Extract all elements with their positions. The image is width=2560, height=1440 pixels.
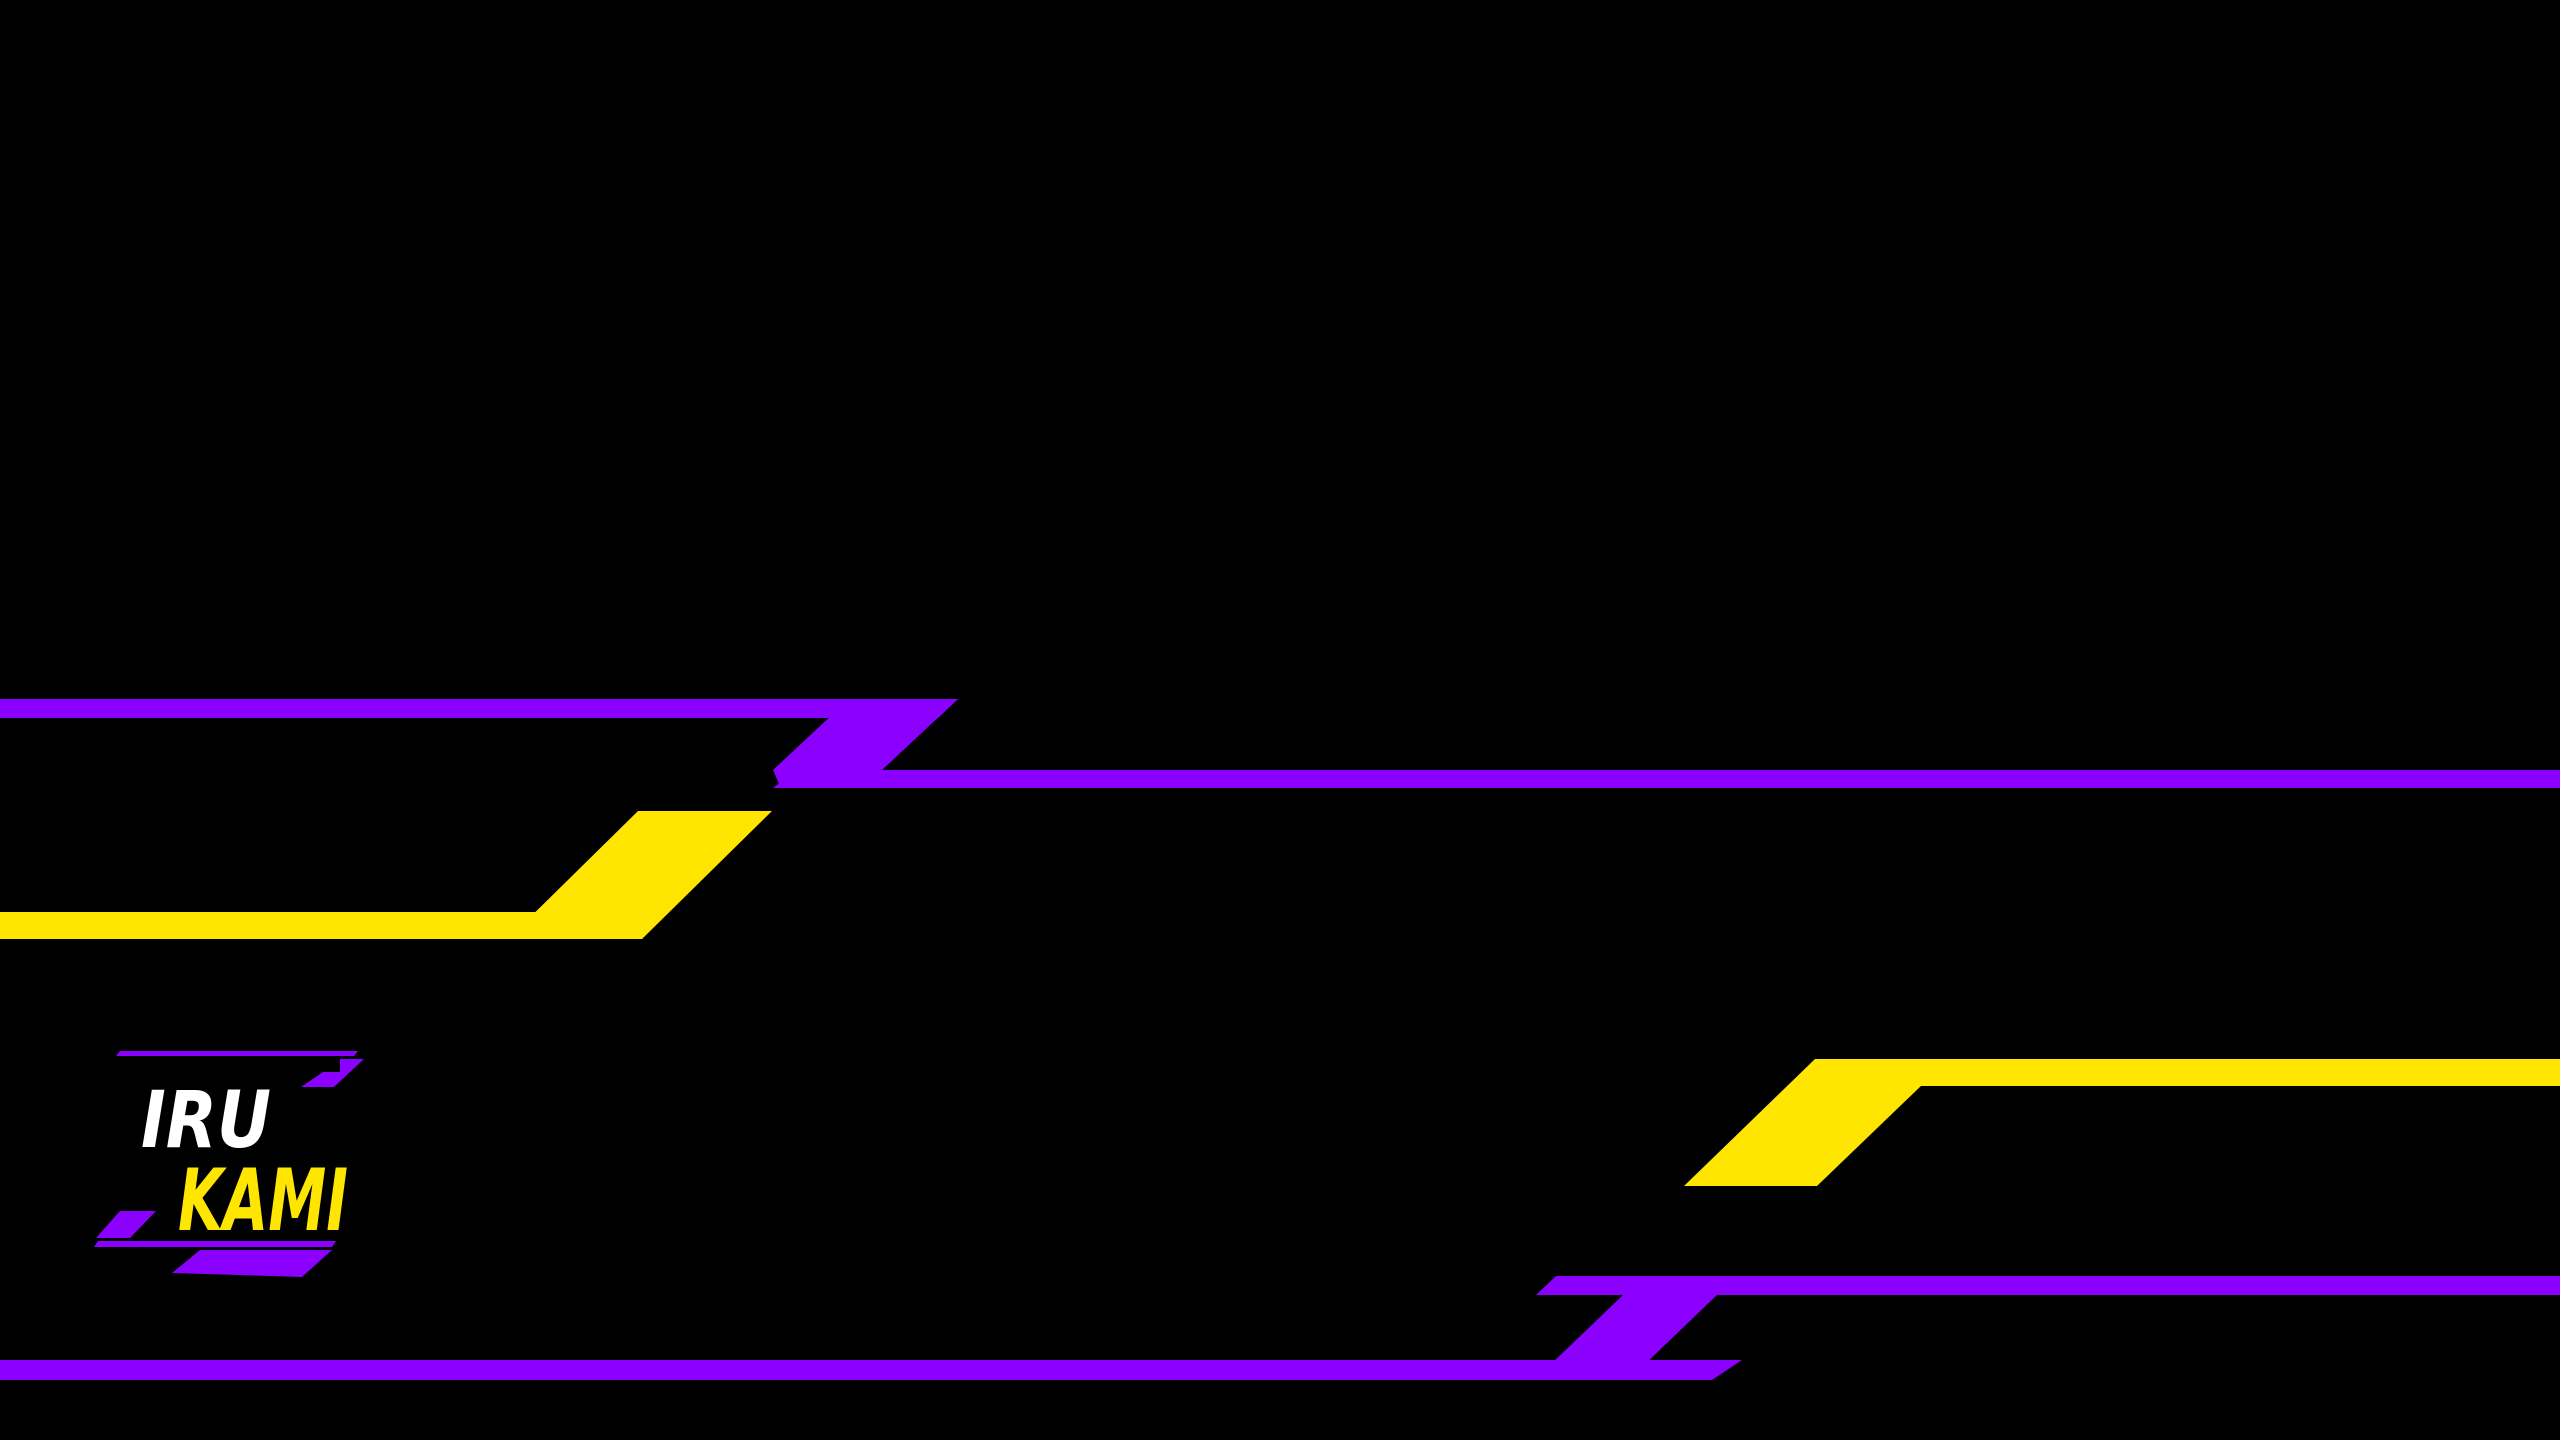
upper-purple-stripe bbox=[0, 699, 2560, 788]
upper-purple-stripe-left-bar bbox=[0, 699, 958, 718]
upper-purple-stripe-tail bbox=[773, 775, 830, 788]
right-yellow-stripe-bar bbox=[1815, 1059, 2560, 1086]
logo-line1-text: IRU bbox=[141, 1076, 271, 1166]
logo-bottom-purple-bar bbox=[94, 1241, 336, 1247]
lower-purple-stripe-right-bar bbox=[1536, 1276, 2560, 1295]
left-yellow-stripe bbox=[0, 811, 772, 939]
lower-purple-stripe-diagonal bbox=[1549, 1295, 1717, 1366]
right-yellow-stripe-parallelogram bbox=[1684, 1059, 1949, 1186]
logo-bottom-left-flag bbox=[96, 1211, 156, 1238]
irukami-logo: IRU KAMI bbox=[94, 1051, 364, 1277]
logo-bottom-purple-tail bbox=[172, 1250, 332, 1277]
upper-purple-stripe-right-bar bbox=[773, 770, 2560, 788]
lower-purple-stripe-left-bar bbox=[0, 1360, 1742, 1380]
logo-top-purple-bar bbox=[116, 1051, 358, 1056]
left-yellow-stripe-joint bbox=[505, 912, 560, 939]
left-yellow-stripe-bar bbox=[0, 912, 540, 939]
logo-line2-text: KAMI bbox=[178, 1151, 348, 1251]
upper-purple-stripe-diagonal bbox=[773, 699, 958, 770]
logo-top-purple-flag bbox=[301, 1059, 364, 1087]
right-yellow-stripe bbox=[1684, 1059, 2560, 1186]
lower-purple-stripe bbox=[0, 1276, 2560, 1380]
left-yellow-stripe-parallelogram bbox=[508, 811, 772, 939]
